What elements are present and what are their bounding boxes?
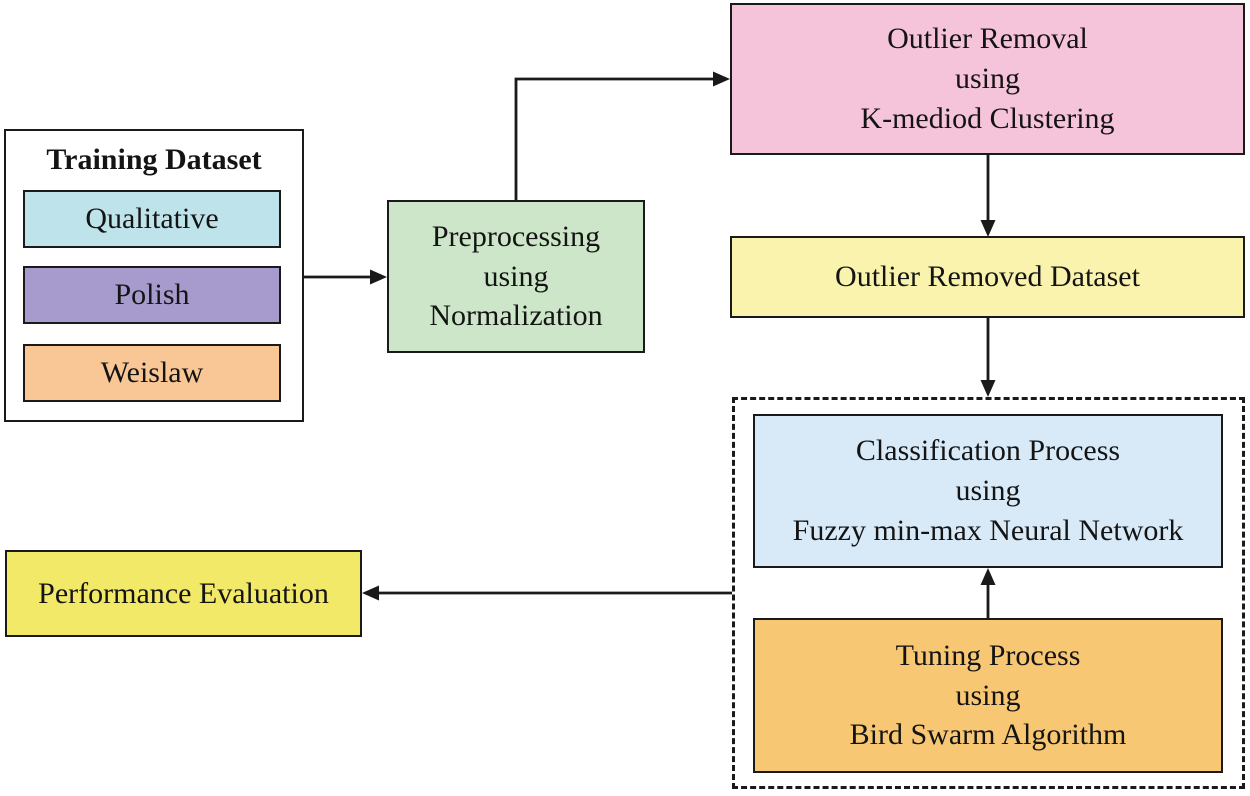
arrow-classification-group-to-performance-evaluation: [362, 585, 732, 601]
arrow-outlier-removal-to-outlier-removed-dataset: [980, 155, 996, 237]
node-text-line: Preprocessing: [431, 219, 601, 253]
dataset-item-weislaw: Weislaw: [23, 344, 281, 402]
dataset-item-qualitative: Qualitative: [23, 190, 281, 248]
node-text-line: K-mediod Clustering: [860, 101, 1115, 135]
classification-group-container: [732, 397, 1245, 789]
node-preprocessing: Preprocessing using Normalization: [387, 200, 645, 353]
node-classification-process: Classification Process using Fuzzy min-m…: [753, 414, 1223, 568]
node-text-line: using: [955, 678, 1021, 712]
arrow-preprocessing-to-outlier-removal: [514, 71, 730, 200]
node-training-dataset: Training Dataset Qualitative Polish Weis…: [4, 129, 304, 422]
training-dataset-title: Training Dataset: [46, 143, 262, 176]
node-text-line: Normalization: [429, 299, 603, 333]
node-text-line: Bird Swarm Algorithm: [849, 718, 1127, 752]
node-outlier-removed-dataset: Outlier Removed Dataset: [730, 236, 1245, 318]
arrow-training-to-preprocessing: [303, 269, 387, 285]
node-text-line: using: [955, 474, 1021, 508]
node-text-line: Outlier Removal: [887, 22, 1088, 56]
node-tuning-process: Tuning Process using Bird Swarm Algorith…: [753, 618, 1223, 773]
node-text-line: using: [954, 62, 1020, 96]
node-performance-evaluation: Performance Evaluation: [5, 550, 362, 637]
node-text-line: Fuzzy min-max Neural Network: [792, 513, 1184, 547]
arrow-outlier-removed-dataset-to-classification-group: [980, 318, 996, 397]
node-text-line: using: [483, 259, 549, 293]
dataset-item-polish: Polish: [23, 266, 281, 324]
node-outlier-removal: Outlier Removal using K-mediod Clusterin…: [730, 3, 1245, 155]
node-text-line: Classification Process: [855, 434, 1121, 468]
node-text-line: Tuning Process: [895, 638, 1081, 672]
